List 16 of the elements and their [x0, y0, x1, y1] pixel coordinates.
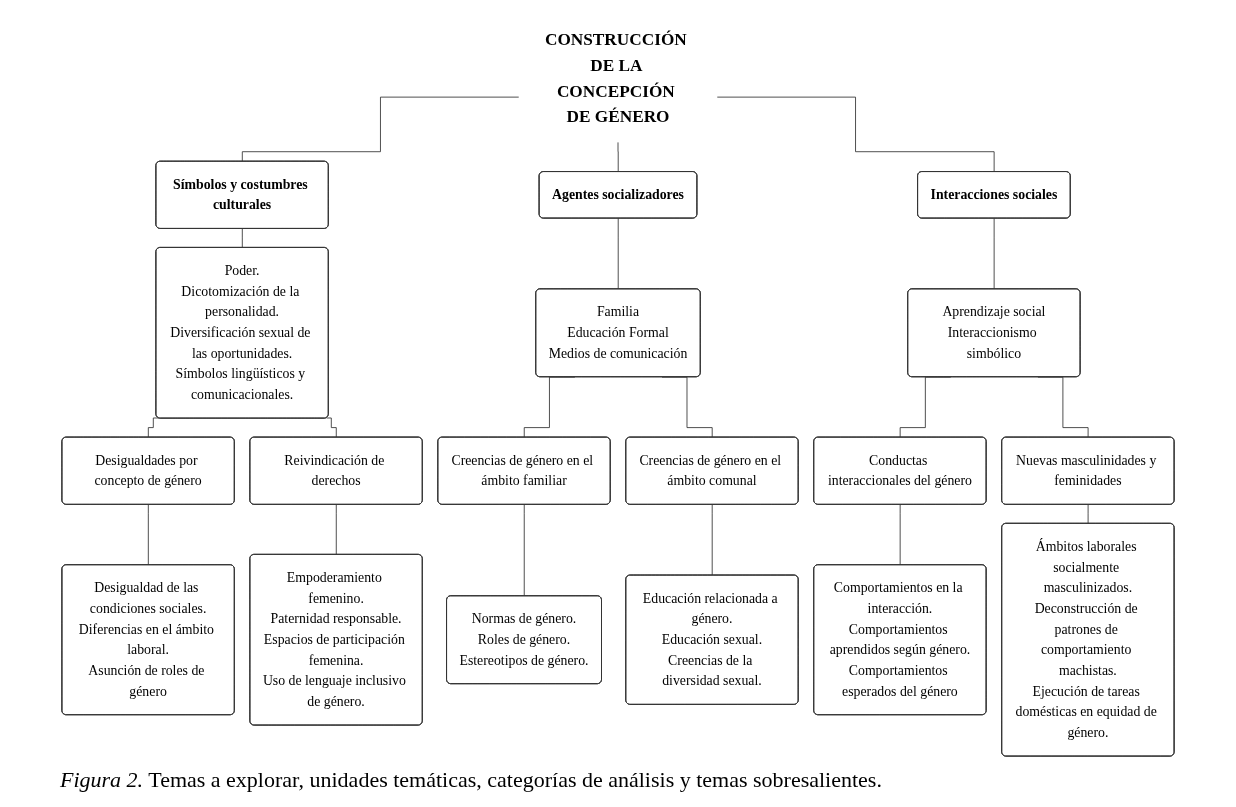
connector	[241, 96, 520, 163]
node-text: CONSTRUCCIÓN DE LA CONCEPCIÓN DE GÉNERO	[544, 29, 687, 126]
connector	[993, 218, 995, 290]
connector	[711, 504, 713, 576]
connector	[899, 504, 901, 566]
connector	[617, 218, 619, 290]
connector	[523, 504, 525, 597]
connector	[1087, 504, 1089, 525]
connector	[326, 417, 337, 438]
connector	[241, 228, 243, 249]
connector	[335, 504, 337, 556]
connector	[617, 141, 619, 173]
figure-caption: Figura 2. Temas a explorar, unidades temáticas, categorías de análisis y temas sobresalientes.	[60, 767, 882, 793]
connector	[147, 417, 159, 438]
connector	[716, 96, 995, 173]
connector	[147, 504, 149, 566]
